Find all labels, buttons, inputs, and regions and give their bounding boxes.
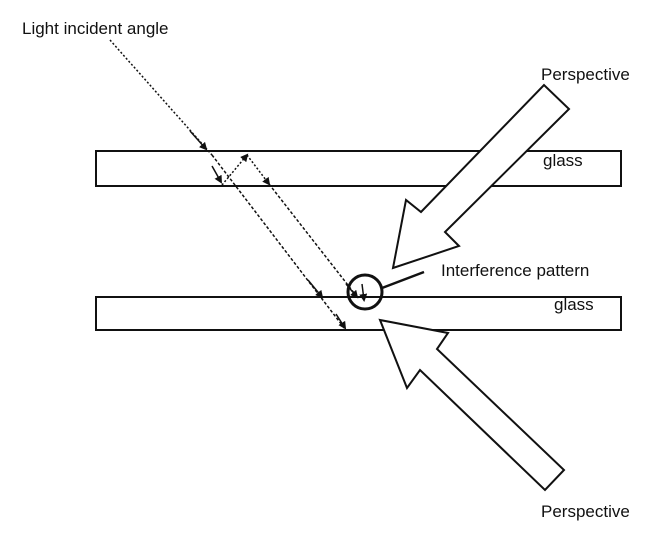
- glass-bottom-label: glass: [554, 295, 594, 314]
- bottom-glass-plate: [95, 296, 622, 331]
- internal-reflection-up: [221, 153, 249, 186]
- interference-tick: [359, 283, 368, 302]
- interference-leader-line: [381, 270, 425, 290]
- interference-circle: [346, 273, 384, 311]
- perspective-top-label: Perspective: [541, 65, 630, 84]
- incident-angle-label: Light incident angle: [22, 19, 169, 38]
- reflected-ray: [268, 183, 359, 299]
- transmitted-ray-arrow-1: [211, 165, 222, 184]
- transmitted-ray: [211, 154, 346, 330]
- perspective-bottom-label: Perspective: [541, 502, 630, 521]
- perspective-arrow-bottom: [378, 318, 566, 492]
- glass-top-label: glass: [543, 151, 583, 170]
- incident-ray-arrow: [189, 130, 208, 151]
- perspective-arrow-top: [391, 83, 571, 270]
- interference-pattern-label: Interference pattern: [441, 261, 590, 280]
- transmitted-ray-arrow-3: [335, 313, 347, 330]
- transmitted-ray-arrow-2: [307, 279, 324, 299]
- top-glass-plate: [95, 150, 622, 187]
